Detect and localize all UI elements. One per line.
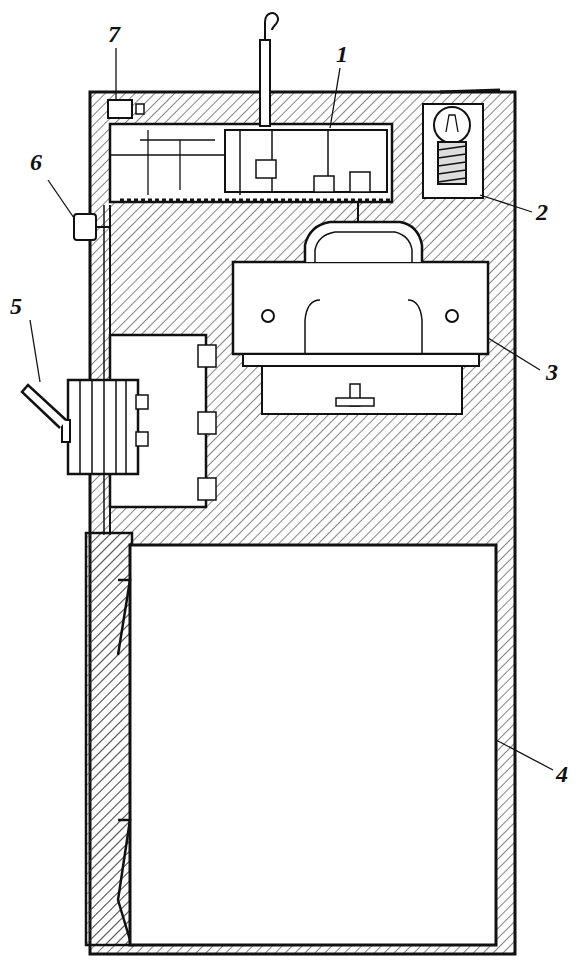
part-7 <box>108 100 132 118</box>
lamp <box>423 104 483 198</box>
housing <box>90 92 515 954</box>
callout-number: 2 <box>536 200 548 224</box>
callout-number: 1 <box>336 42 348 66</box>
transformer <box>233 222 488 414</box>
circuit-board <box>110 13 392 222</box>
leader-lines <box>30 48 553 770</box>
callout-number: 7 <box>108 22 120 46</box>
callout-number: 3 <box>546 360 558 384</box>
callout-number: 6 <box>30 150 42 174</box>
battery-compartment <box>86 533 496 945</box>
toggle-switch <box>22 335 216 507</box>
callout-number: 5 <box>10 294 22 318</box>
callout-number: 4 <box>556 762 568 786</box>
part-6 <box>74 214 96 240</box>
